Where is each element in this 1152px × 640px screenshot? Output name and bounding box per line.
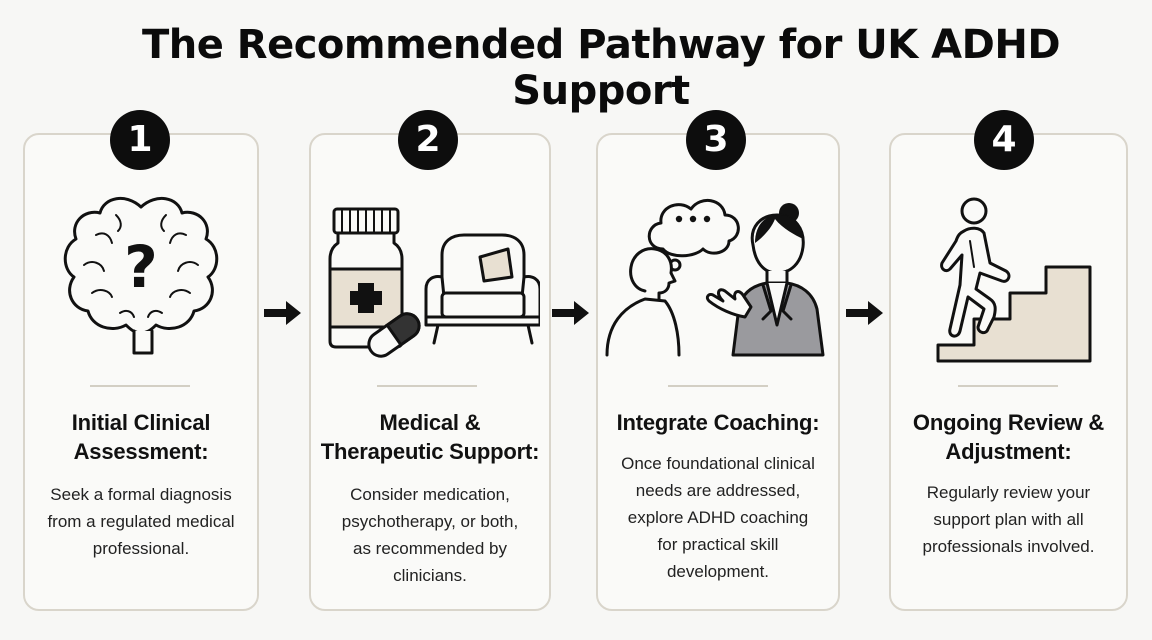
page-title: The Recommended Pathway for UK ADHD Supp… — [141, 22, 1061, 114]
step-description-line: support plan with all — [933, 510, 1084, 529]
step-title-4: Ongoing Review & Adjustment: — [889, 408, 1128, 466]
coaching-conversation-icon — [605, 199, 825, 357]
step-number-badge-2: 2 — [398, 110, 458, 170]
arrow-right-icon — [264, 301, 301, 325]
arrow-right-icon — [846, 301, 883, 325]
step-description-3: Once foundational clinical needs are add… — [596, 450, 840, 585]
step-description-line: explore ADHD coaching — [627, 508, 809, 527]
step-title-3: Integrate Coaching: — [596, 408, 840, 437]
step-description-line: psychotherapy, or both, — [341, 512, 519, 531]
step-description-line: Once foundational clinical — [621, 454, 815, 473]
step-title-1: Initial Clinical Assessment: — [23, 408, 259, 466]
step-divider-4 — [958, 385, 1058, 387]
step-description-line: Seek a formal diagnosis — [50, 485, 232, 504]
step-description-line: needs are addressed, — [635, 481, 801, 500]
step-description-line: professional. — [92, 539, 190, 558]
step-title-line: Adjustment: — [945, 439, 1072, 464]
step-description-line: Regularly review your — [926, 483, 1091, 502]
step-title-line: Assessment: — [73, 439, 209, 464]
step-description-line: as recommended by — [352, 539, 508, 558]
step-number-badge-1: 1 — [110, 110, 170, 170]
brain-question-icon: ? — [63, 197, 219, 355]
step-title-line: Integrate Coaching: — [616, 410, 820, 435]
step-number-badge-4: 4 — [974, 110, 1034, 170]
step-description-line: clinicians. — [393, 566, 467, 585]
step-description-line: from a regulated medical — [47, 512, 235, 531]
step-description-4: Regularly review your support plan with … — [889, 479, 1128, 560]
step-title-line: Therapeutic Support: — [320, 439, 540, 464]
step-description-line: development. — [666, 562, 770, 581]
step-card-4 — [889, 133, 1128, 611]
step-title-2: Medical & Therapeutic Support: — [309, 408, 551, 466]
step-title-line: Ongoing Review & — [912, 410, 1105, 435]
step-description-1: Seek a formal diagnosis from a regulated… — [23, 481, 259, 562]
step-description-line: for practical skill — [657, 535, 779, 554]
step-description-line: Consider medication, — [350, 485, 510, 504]
step-divider-1 — [90, 385, 190, 387]
step-divider-3 — [668, 385, 768, 387]
step-title-line: Medical & — [379, 410, 481, 435]
person-climbing-stairs-icon — [936, 197, 1092, 363]
medication-armchair-icon — [328, 207, 540, 358]
svg-text:?: ? — [124, 233, 158, 301]
arrow-right-icon — [552, 301, 589, 325]
step-divider-2 — [377, 385, 477, 387]
step-number-badge-3: 3 — [686, 110, 746, 170]
step-title-line: Initial Clinical — [71, 410, 211, 435]
step-description-2: Consider medication, psychotherapy, or b… — [309, 481, 551, 589]
step-description-line: professionals involved. — [922, 537, 1095, 556]
